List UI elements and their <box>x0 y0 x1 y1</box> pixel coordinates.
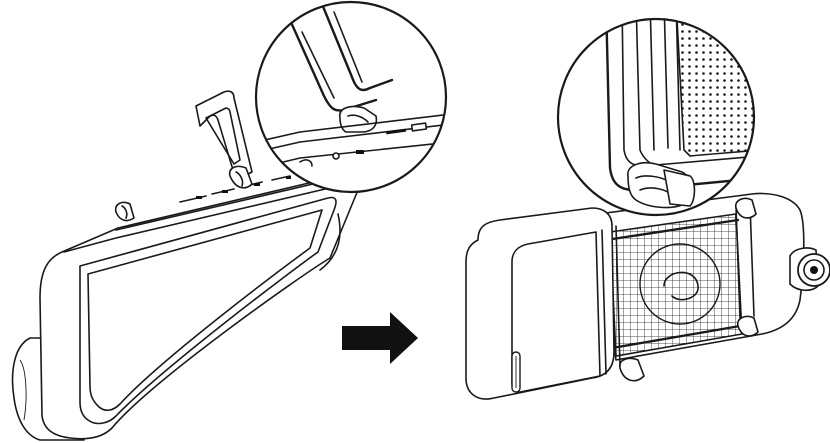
left-end-clip <box>116 202 134 220</box>
right-magnifier-circle <box>558 0 760 215</box>
left-mount-strap <box>196 91 252 188</box>
rear-camera-lens-icon <box>790 248 830 290</box>
arrow-right-icon <box>342 312 418 364</box>
right-dashcam-front <box>466 208 614 399</box>
right-assembly <box>466 194 830 400</box>
zoom-speaker-dots <box>676 0 760 156</box>
left-magnifier-circle <box>256 2 452 192</box>
